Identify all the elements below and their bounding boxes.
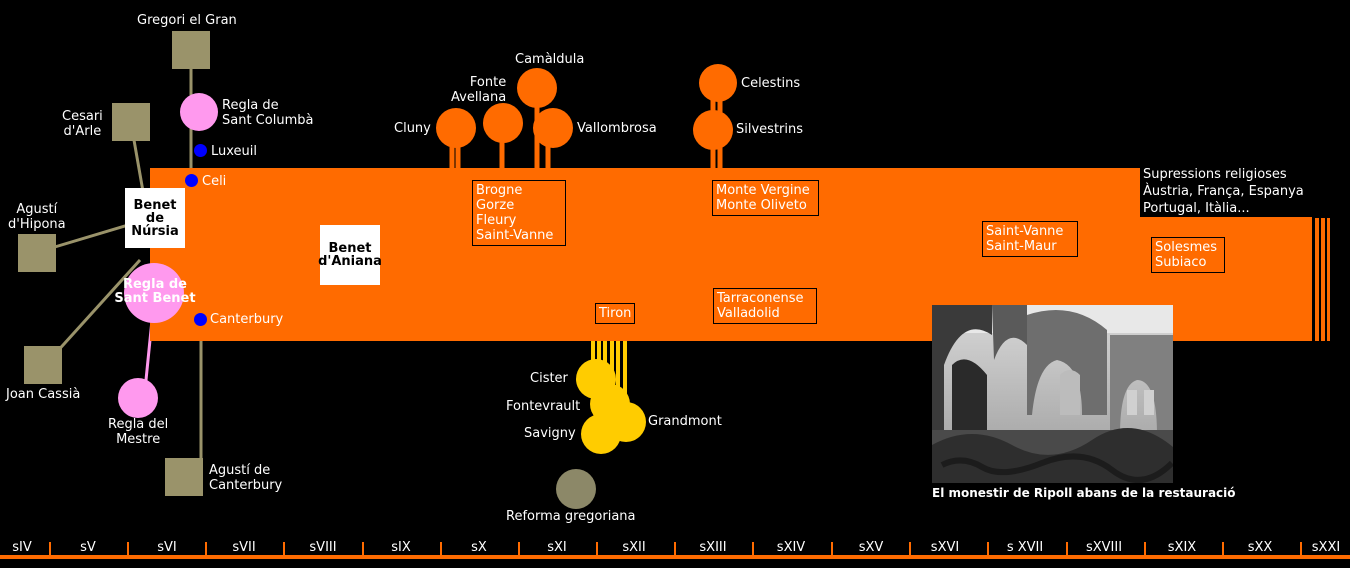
circle-reforma-gregoriana [556,469,596,509]
circle-mestre [118,378,158,418]
box-benet-aniana: Benet d'Aniana [318,225,382,285]
label-grandmont: Grandmont [648,414,722,429]
circle-cluny [436,108,476,148]
century-label: sXV [858,540,884,555]
century-label: sXVI [930,540,960,555]
timeline-axis [0,555,1350,559]
supressions-text: Supressions religioses Àustria, França, … [1143,167,1304,216]
circle-fonte-avellana [483,103,523,143]
label-savigny: Savigny [524,426,576,441]
box-solesmes: Solesmes Subiaco [1151,237,1225,273]
box-brogne: Brogne Gorze Fleury Saint-Vanne [472,180,566,246]
century-tick [1300,542,1302,556]
century-label: sXVIII [1085,540,1123,555]
label-luxeuil: Luxeuil [211,144,258,159]
circle-celestins [699,64,737,102]
century-tick [205,542,207,556]
century-tick [596,542,598,556]
circle-sant-columba [180,93,218,131]
century-tick [909,542,911,556]
dot-canterbury [194,313,207,326]
label-silvestrins: Silvestrins [736,122,804,137]
band-stripe [1315,218,1319,341]
century-label: sXI [547,540,567,555]
century-label: sXIV [776,540,806,555]
band-stripe [1327,218,1330,341]
circle-sant-benet [124,263,184,323]
label-fonte-avellana: Fonte Avellana [451,75,507,105]
century-label: s XVII [1006,540,1044,555]
century-label: sV [80,540,96,555]
century-tick [831,542,833,556]
square-agusti-canterbury [165,458,203,496]
label-fontevrault: Fontevrault [506,399,581,414]
century-tick [987,542,989,556]
century-tick [283,542,285,556]
century-label: sXXI [1311,540,1341,555]
square-joan-cassia [24,346,62,384]
circle-silvestrins [693,110,733,150]
circle-camaldula [517,68,557,108]
circle-savigny [581,414,621,454]
century-tick [674,542,676,556]
supressions-block [1140,163,1320,217]
century-tick [1222,542,1224,556]
label-gregori: Gregori el Gran [137,13,237,28]
century-label: sXIX [1167,540,1197,555]
century-tick [518,542,520,556]
box-tiron: Tiron [595,303,636,324]
label-reforma-gregoriana: Reforma gregoriana [506,509,636,524]
label-camaldula: Camàldula [515,52,585,67]
century-label: sVII [232,540,256,555]
box-benet-nursia: Benet de Núrsia [125,188,185,248]
label-vallombrosa: Vallombrosa [577,121,657,136]
box-saint-vanne-maur: Saint-Vanne Saint-Maur [982,221,1078,257]
label-joan-cassia: Joan Cassià [6,387,81,402]
square-cesari [112,103,150,141]
label-celestins: Celestins [741,76,801,91]
circle-vallombrosa [533,108,573,148]
band-stripe [1321,218,1325,341]
dot-luxeuil [194,144,207,157]
century-timeline: sIV sV sVI sVII sVIII sIX sX sXI sXII sXIII sXIV sX… [0,537,1350,561]
century-tick [1144,542,1146,556]
century-label: sXX [1247,540,1273,555]
century-tick [49,542,51,556]
label-cesari: Cesari d'Arle [62,109,103,139]
century-tick [440,542,442,556]
century-label: sIX [391,540,411,555]
box-monte-vergine: Monte Vergine Monte Oliveto [712,180,819,216]
century-tick [1066,542,1068,556]
square-gregori [172,31,210,69]
label-agusti-canterbury: Agustí de Canterbury [209,463,283,493]
century-label: sXII [622,540,646,555]
century-tick [127,542,129,556]
label-agusti-hipona: Agustí d'Hipona [8,202,66,232]
century-label: sXIII [699,540,727,555]
photo-caption: El monestir de Ripoll abans de la restau… [932,486,1236,500]
label-sant-benet: Regla de Sant Benet [114,277,196,306]
label-celi: Celi [202,174,227,189]
dot-celi [185,174,198,187]
century-tick [362,542,364,556]
label-mestre: Regla del Mestre [108,417,169,447]
century-label: sX [471,540,487,555]
box-tarraconense: Tarraconense Valladolid [713,288,817,324]
century-label: sVI [157,540,177,555]
square-agusti-hipona [18,234,56,272]
label-cister: Cister [530,371,568,386]
label-sant-columba: Regla de Sant Columbà [222,98,314,128]
ripoll-photo [932,305,1173,483]
century-label: sVIII [309,540,337,555]
label-cluny: Cluny [394,121,431,136]
century-label: sIV [12,540,32,555]
label-canterbury: Canterbury [210,312,284,327]
century-tick [752,542,754,556]
